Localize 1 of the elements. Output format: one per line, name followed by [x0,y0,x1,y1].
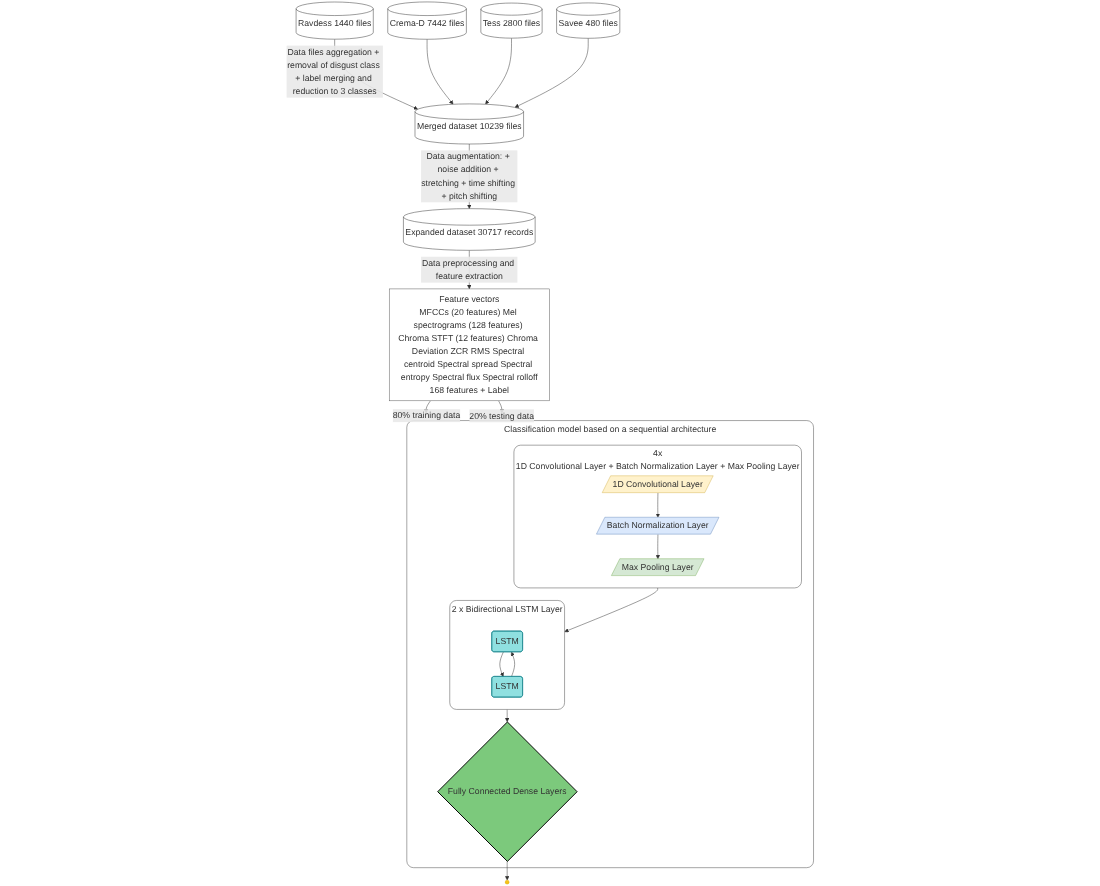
node-circle [505,879,510,885]
